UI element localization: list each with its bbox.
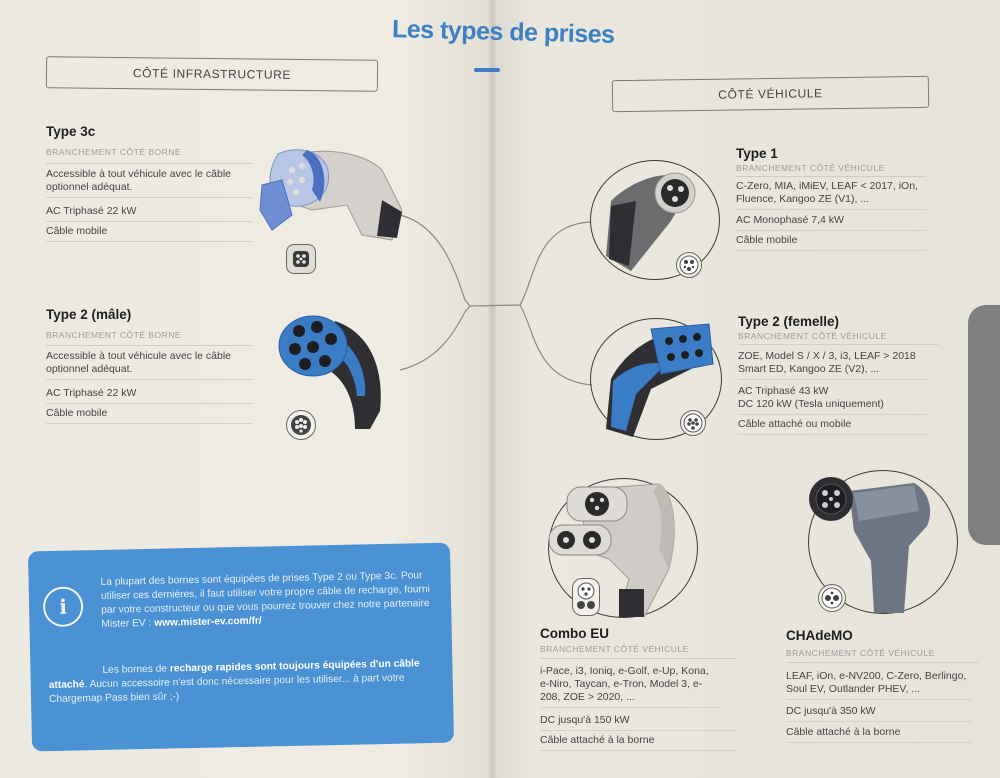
type3c-cable: Câble mobile [46,225,252,242]
type2-male-plug-image [274,300,404,430]
type3c-compat: Accessible à tout véhicule avec le câble… [46,168,252,198]
chademo-subtitle: BRANCHEMENT CÔTÉ VÉHICULE [786,648,935,658]
type3c-plug-image [252,140,412,250]
type1-power: AC Monophasé 7,4 kW [736,214,926,231]
type2-female-socket-icon [680,410,706,436]
type2-female-title: Type 2 (femelle) [738,314,840,329]
type1-subtitle: BRANCHEMENT CÔTÉ VÉHICULE [736,163,885,173]
combo-eu-subtitle: BRANCHEMENT CÔTÉ VÉHICULE [540,644,689,654]
divider [46,163,252,164]
chademo-title: CHAdeMO [786,628,853,643]
divider [738,344,938,345]
info-icon: i [42,586,84,628]
chademo-socket-icon [818,584,846,612]
mister-ev-link[interactable]: www.mister-ev.com/fr/ [154,615,262,629]
right-page [492,0,1000,778]
type2-male-power: AC Triphasé 22 kW [46,387,252,404]
type2-female-subtitle: BRANCHEMENT CÔTÉ VÉHICULE [738,331,887,341]
combo-eu-compat: i-Pace, i3, Ioniq, e-Golf, e-Up, Kona, e… [540,665,720,708]
chademo-power: DC jusqu'à 350 kW [786,705,972,722]
type2-male-subtitle: BRANCHEMENT CÔTÉ BORNE [46,330,182,340]
side-tab [968,305,1000,545]
type3c-title: Type 3c [46,124,96,139]
divider [736,176,926,177]
type2-female-compat: ZOE, Model S / X / 3, i3, LEAF > 2018 Sm… [738,350,928,380]
combo-eu-plug-image [548,478,698,618]
combo-eu-title: Combo EU [540,626,609,641]
type3c-power: AC Triphasé 22 kW [46,205,252,222]
type2-male-socket-icon [286,410,316,440]
type3c-subtitle: BRANCHEMENT CÔTÉ BORNE [46,147,182,157]
type1-cable: Câble mobile [736,234,926,251]
type1-compat: C-Zero, MIA, iMiEV, LEAF < 2017, iOn, Fl… [736,180,926,210]
type2-female-cable: Câble attaché ou mobile [738,418,928,435]
title-underline [474,68,500,72]
info-paragraph-2: Les bornes de recharge rapides sont touj… [48,658,420,706]
type1-title: Type 1 [736,146,778,161]
combo-eu-power: DC jusqu'à 150 kW [540,714,736,731]
type3c-socket-icon [286,244,316,274]
chademo-plug-image [808,470,958,614]
info-box: i La plupart des bornes sont équipées de… [27,542,455,752]
divider [786,662,978,663]
type2-male-title: Type 2 (mâle) [46,307,132,322]
type2-female-plug-image [590,318,722,440]
type2-female-power: AC Triphasé 43 kW DC 120 kW (Tesla uniqu… [738,385,928,415]
combo-eu-socket-icon [572,578,600,616]
combo-eu-cable: Câble attaché à la borne [540,734,736,751]
info-paragraph-1: La plupart des bornes sont équipées de p… [100,570,430,630]
divider [46,345,252,346]
type2-male-cable: Câble mobile [46,407,252,424]
chademo-cable: Câble attaché à la borne [786,726,972,743]
type1-socket-icon [676,252,702,278]
divider [540,658,736,659]
chademo-compat: LEAF, iOn, e-NV200, C-Zero, Berlingo, So… [786,670,972,700]
page-fold [488,0,496,778]
type2-male-compat: Accessible à tout véhicule avec le câble… [46,350,252,380]
